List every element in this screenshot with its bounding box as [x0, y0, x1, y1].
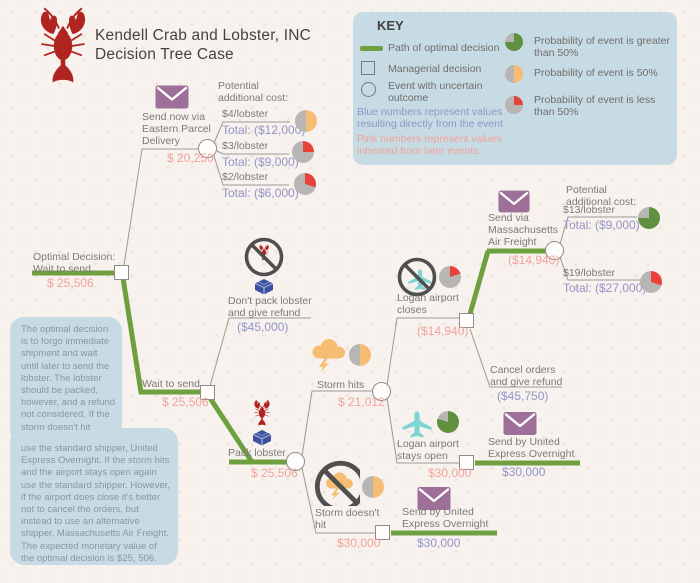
prob-greater-pie [505, 33, 523, 51]
united-bottom-value: $30,000 [417, 536, 461, 550]
outcome-4-pie [295, 110, 317, 132]
eastern-cost-heading: Potential additional cost: [218, 80, 289, 105]
key-prob-equal-label: Probability of event is 50% [534, 67, 658, 79]
key-prob-greater-label: Probability of event is greater than 50% [534, 35, 670, 59]
pack-value: $ 25,506 [251, 466, 298, 480]
storm-not-value: $30,000 [337, 536, 381, 550]
outcome-3-label: $3/lobster [222, 140, 269, 152]
united-top-label: Send by United Express Overnight [488, 436, 575, 461]
key-path-label: Path of optimal decision [388, 42, 500, 54]
dont-pack-label: Don't pack lobster and give refund [228, 295, 312, 320]
event-node-eastern [198, 139, 217, 158]
package-icon-pack [252, 429, 272, 446]
logan-closes-label: Logan airport closes [397, 292, 459, 317]
logan-closes-pie [439, 266, 461, 288]
package-icon-dontpack [254, 278, 274, 295]
explanation-panel-upper [10, 317, 122, 444]
storm-hits-value: $ 21,012 [338, 395, 385, 409]
lobster-logo-icon [36, 4, 90, 88]
logan-open-value: $30,000 [428, 466, 472, 480]
outcome-19-label: $19/lobster [563, 267, 615, 279]
air-freight-label: Send via Massachusetts Air Freight [488, 212, 559, 249]
page-title-line1: Kendell Crab and Lobster, INC [95, 27, 312, 44]
event-circle-swatch [361, 82, 376, 97]
outcome-13-total: Total: ($9,000) [563, 218, 640, 232]
outcome-19-pie [640, 271, 662, 293]
eastern-value: $ 20,250 [167, 151, 214, 165]
outcome-2-label: $2/lobster [222, 171, 269, 183]
wait-value: $ 25,506 [162, 395, 209, 409]
key-event-label: Event with uncertain outcome [388, 80, 483, 104]
airfreight-cost-heading: Potential additional cost: [566, 184, 637, 209]
wait-label: Wait to send [142, 378, 200, 390]
outcome-3-total: Total: ($9,000) [222, 155, 299, 169]
cancel-value: ($45,750) [497, 389, 549, 403]
page-title-line2: Decision Tree Case [95, 46, 234, 63]
outcome-2-total: Total: ($6,000) [222, 186, 299, 200]
key-decision-label: Managerial decision [388, 63, 482, 75]
decision-node-logan-closes [459, 313, 474, 328]
root-label: Optimal Decision: Wait to send [33, 251, 116, 276]
decision-node-logan-open [459, 455, 474, 470]
eastern-label: Send now via Eastern Parcel Delivery [142, 111, 211, 148]
outcome-13-label: $13/lobster [563, 204, 615, 216]
dont-pack-value: ($45,000) [237, 320, 289, 334]
envelope-icon-eastern [155, 85, 189, 109]
outcome-4-label: $4/lobster [222, 108, 269, 120]
storm-cloud-icon [310, 338, 348, 372]
outcome-3-pie [292, 141, 314, 163]
prob-equal-pie [505, 65, 523, 83]
outcome-13-pie [638, 207, 660, 229]
logan-closes-value: ($14,940) [417, 324, 469, 338]
key-title: KEY [377, 18, 404, 33]
outcome-4-total: Total: ($12,000) [222, 123, 306, 137]
key-pink-note: Pink numbers represent values inherited … [357, 133, 502, 157]
logan-open-label: Logan airport stays open [397, 438, 459, 463]
storm-not-pie [362, 476, 384, 498]
optimal-path-swatch [360, 46, 383, 51]
united-bottom-label: Send by United Express Overnight [402, 506, 489, 531]
page-title: Kendell Crab and Lobster, INC Decision T… [95, 26, 311, 64]
no-storm-icon [314, 460, 360, 506]
lobster-icon-pack [252, 399, 272, 427]
airplane-icon [402, 411, 432, 439]
air-freight-value: ($14,940) [508, 253, 560, 267]
root-value: $ 25,506 [47, 276, 94, 290]
key-prob-less-label: Probability of event is less than 50% [534, 94, 656, 118]
outcome-2-pie [294, 173, 316, 195]
united-top-value: $30,000 [502, 465, 546, 479]
envelope-icon-airfreight [498, 190, 530, 213]
thin-branch-lines [123, 121, 641, 534]
event-node-storm [372, 382, 391, 401]
storm-hits-pie [349, 344, 371, 366]
cancel-label: Cancel orders and give refund [490, 364, 563, 389]
envelope-icon-united-top [503, 411, 537, 436]
no-airplane-icon [397, 257, 437, 297]
pack-label: Pack lobster [228, 447, 286, 459]
prob-less-pie [505, 96, 523, 114]
decision-node-storm-not [375, 525, 390, 540]
explanation-text-part2: use the standard shipper, United Express… [21, 443, 170, 564]
no-lobster-icon [244, 237, 284, 277]
decision-node-wait [200, 385, 215, 400]
key-blue-note: Blue numbers represent values resulting … [357, 106, 503, 130]
decision-node-root [114, 265, 129, 280]
logan-open-pie [437, 411, 459, 433]
explanation-text-part1: The optimal decision is to forgo immedia… [21, 324, 116, 433]
explanation-panel-lower [10, 428, 178, 565]
decision-square-swatch [361, 61, 375, 75]
outcome-19-total: Total: ($27,000) [563, 281, 647, 295]
storm-not-label: Storm doesn't hit [315, 507, 380, 532]
event-node-airfreight [545, 241, 564, 260]
event-node-pack [286, 452, 305, 471]
storm-hits-label: Storm hits [317, 379, 365, 391]
